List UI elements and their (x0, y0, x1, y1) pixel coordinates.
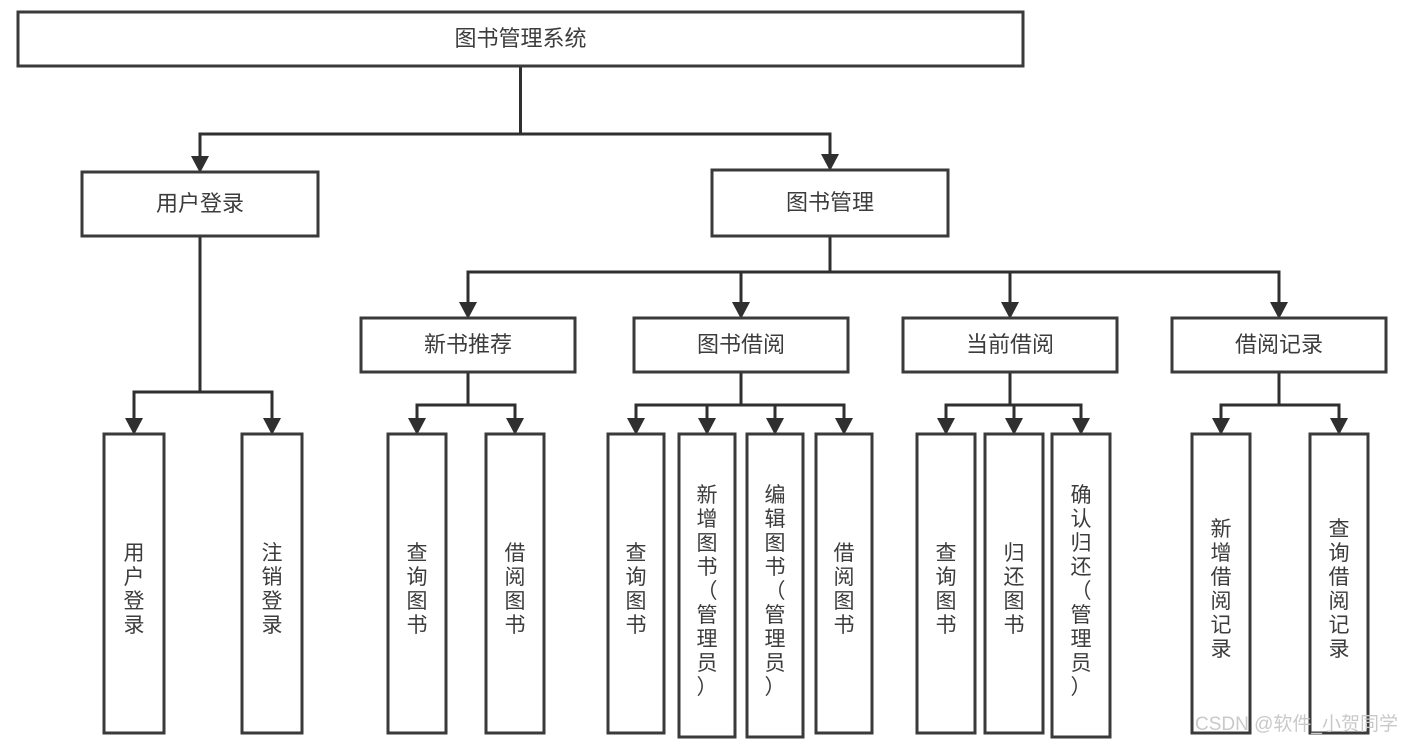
connector-new-book-recommend-to-leaf-query-book-recommend (415, 372, 470, 421)
arrow-head-leaf-query-borrow-record (1330, 418, 1348, 435)
arrow-head-borrow-records (1270, 302, 1288, 319)
node-label-leaf-query-book-current: 查询图书 (936, 542, 957, 637)
node-book-management[interactable]: 图书管理 (710, 168, 950, 238)
node-new-book-recommend[interactable]: 新书推荐 (359, 316, 577, 374)
connector-borrow-records-to-leaf-add-borrow-record (1219, 372, 1281, 421)
connector-book-borrow-to-leaf-borrow-book (739, 372, 846, 421)
node-box-current-borrow[interactable] (901, 316, 1119, 374)
node-box-leaf-add-borrow-record[interactable] (1190, 432, 1252, 735)
connector-borrow-records-to-leaf-query-borrow-record (1277, 372, 1341, 421)
node-leaf-query-book-borrow[interactable]: 查询图书 (606, 432, 666, 735)
arrow-head-new-book-recommend (459, 302, 477, 319)
node-box-user-login[interactable] (80, 170, 320, 238)
node-box-leaf-query-borrow-record[interactable] (1308, 432, 1370, 735)
connector-root-to-book-management (519, 66, 832, 157)
node-box-leaf-user-logout[interactable] (240, 432, 304, 735)
node-box-leaf-return-book[interactable] (983, 432, 1045, 735)
node-leaf-borrow-book[interactable]: 借阅图书 (814, 432, 874, 735)
node-box-leaf-user-login[interactable] (102, 432, 166, 735)
node-label-leaf-query-book-recommend: 查询图书 (407, 542, 428, 637)
connector-root-to-user-login (198, 66, 522, 159)
node-leaf-user-logout[interactable]: 注销登录 (240, 432, 304, 735)
node-label-new-book-recommend: 新书推荐 (424, 332, 512, 357)
connector-user-login-to-leaf-user-logout (198, 236, 274, 421)
arrow-head-leaf-add-borrow-record (1212, 418, 1230, 435)
node-box-book-borrow[interactable] (632, 316, 850, 374)
connector-current-borrow-to-leaf-query-book-current (944, 372, 1012, 421)
arrow-head-leaf-query-book-borrow (627, 418, 645, 435)
node-box-leaf-query-book-borrow[interactable] (606, 432, 666, 735)
node-label-leaf-query-book-borrow: 查询图书 (626, 542, 647, 637)
arrow-head-book-borrow (732, 302, 750, 319)
node-label-current-borrow: 当前借阅 (966, 332, 1054, 357)
node-box-root[interactable] (16, 10, 1025, 68)
arrow-head-leaf-return-book (1005, 418, 1023, 435)
node-label-borrow-records: 借阅记录 (1235, 332, 1323, 357)
arrow-head-leaf-query-book-recommend (408, 418, 426, 435)
arrow-head-leaf-edit-book-admin (766, 418, 784, 435)
node-label-user-login: 用户登录 (156, 191, 244, 216)
node-user-login[interactable]: 用户登录 (80, 170, 320, 238)
node-box-leaf-add-book-admin[interactable] (677, 432, 737, 739)
node-layer: 图书管理系统用户登录图书管理新书推荐图书借阅当前借阅借阅记录用户登录注销登录查询… (16, 10, 1388, 739)
node-label-leaf-return-book: 归还图书 (1004, 542, 1025, 637)
node-book-borrow[interactable]: 图书借阅 (632, 316, 850, 374)
arrow-head-leaf-query-book-current (937, 418, 955, 435)
node-leaf-query-book-recommend[interactable]: 查询图书 (386, 432, 448, 735)
node-leaf-borrow-book-recommend[interactable]: 借阅图书 (484, 432, 546, 735)
node-box-book-management[interactable] (710, 168, 950, 238)
connector-current-borrow-to-leaf-confirm-return-admin (1008, 372, 1083, 421)
node-box-leaf-borrow-book[interactable] (814, 432, 874, 735)
node-leaf-user-login[interactable]: 用户登录 (102, 432, 166, 735)
connector-book-borrow-to-leaf-add-book-admin (705, 372, 743, 421)
csdn-watermark: CSDN @软件_小贺同学 (1195, 713, 1398, 735)
arrow-head-leaf-user-logout (263, 418, 281, 435)
node-box-new-book-recommend[interactable] (359, 316, 577, 374)
node-label-book-borrow: 图书借阅 (697, 332, 785, 357)
node-label-book-management: 图书管理 (786, 190, 874, 215)
connector-book-management-to-borrow-records (828, 236, 1281, 305)
connector-book-borrow-to-leaf-edit-book-admin (739, 372, 777, 421)
node-label-leaf-borrow-book: 借阅图书 (834, 542, 855, 637)
node-label-leaf-user-login: 用户登录 (124, 542, 145, 637)
node-label-leaf-add-book-admin: 新增图书（管理员） (697, 484, 718, 699)
arrow-head-user-login (191, 156, 209, 173)
node-box-leaf-query-book-current[interactable] (915, 432, 977, 735)
node-label-leaf-confirm-return-admin: 确认归还（管理员） (1071, 484, 1092, 699)
node-leaf-edit-book-admin[interactable]: 编辑图书（管理员） (745, 432, 805, 739)
node-leaf-add-borrow-record[interactable]: 新增借阅记录 (1190, 432, 1252, 735)
connector-book-borrow-to-leaf-query-book-borrow (634, 372, 743, 421)
node-leaf-confirm-return-admin[interactable]: 确认归还（管理员） (1050, 432, 1112, 739)
arrow-head-book-management (821, 154, 839, 171)
node-box-borrow-records[interactable] (1170, 316, 1388, 374)
arrow-head-leaf-user-login (125, 418, 143, 435)
node-box-leaf-confirm-return-admin[interactable] (1050, 432, 1112, 739)
node-label-leaf-user-logout: 注销登录 (262, 542, 283, 637)
connector-user-login-to-leaf-user-login (132, 236, 202, 421)
arrow-head-leaf-borrow-book-recommend (506, 418, 524, 435)
node-leaf-return-book[interactable]: 归还图书 (983, 432, 1045, 735)
arrow-head-leaf-confirm-return-admin (1072, 418, 1090, 435)
node-borrow-records[interactable]: 借阅记录 (1170, 316, 1388, 374)
node-leaf-query-borrow-record[interactable]: 查询借阅记录 (1308, 432, 1370, 735)
node-box-leaf-borrow-book-recommend[interactable] (484, 432, 546, 735)
node-label-leaf-add-borrow-record: 新增借阅记录 (1211, 518, 1232, 661)
node-leaf-add-book-admin[interactable]: 新增图书（管理员） (677, 432, 737, 739)
node-label-leaf-borrow-book-recommend: 借阅图书 (505, 542, 526, 637)
arrow-head-leaf-borrow-book (835, 418, 853, 435)
node-label-root: 图书管理系统 (454, 26, 586, 51)
connector-new-book-recommend-to-leaf-borrow-book-recommend (466, 372, 517, 421)
connector-book-management-to-book-borrow (739, 236, 832, 305)
node-label-leaf-edit-book-admin: 编辑图书（管理员） (765, 484, 786, 699)
node-current-borrow[interactable]: 当前借阅 (901, 316, 1119, 374)
node-box-leaf-query-book-recommend[interactable] (386, 432, 448, 735)
arrow-head-leaf-add-book-admin (698, 418, 716, 435)
node-leaf-query-book-current[interactable]: 查询图书 (915, 432, 977, 735)
connector-layer (125, 66, 1348, 435)
node-root[interactable]: 图书管理系统 (16, 10, 1025, 68)
node-box-leaf-edit-book-admin[interactable] (745, 432, 805, 739)
arrow-head-current-borrow (1001, 302, 1019, 319)
node-label-leaf-query-borrow-record: 查询借阅记录 (1329, 518, 1350, 661)
